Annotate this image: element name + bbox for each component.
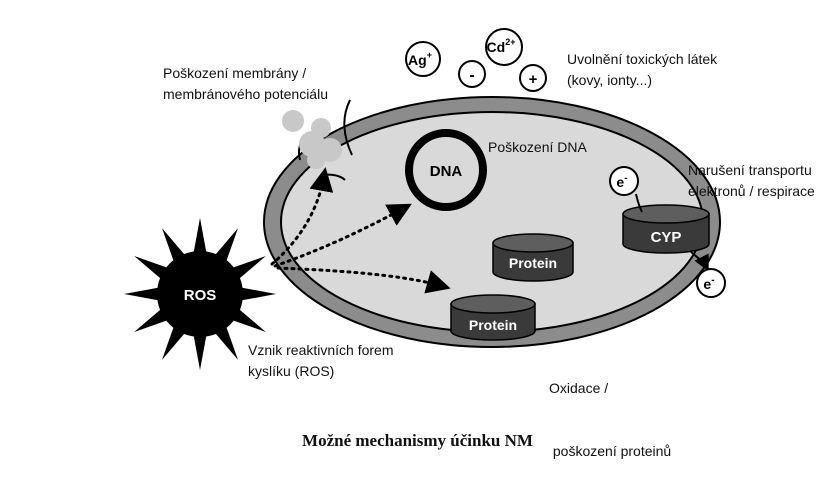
ros-ray bbox=[213, 228, 238, 264]
membrane-damage-line2: membránového potenciálu bbox=[163, 86, 328, 102]
cyp-label: CYP bbox=[651, 229, 682, 246]
ros-formation-label: Vznik reaktivních forem kyslíku (ROS) bbox=[248, 340, 394, 382]
electron-in-symbol: e bbox=[616, 174, 624, 190]
ros-label: ROS bbox=[184, 287, 217, 304]
protein-oxidation-line1: Oxidace / bbox=[549, 380, 609, 396]
dna-node: DNA bbox=[405, 129, 487, 211]
svg-text:Ag+: Ag+ bbox=[408, 50, 432, 68]
ros-ray bbox=[230, 256, 266, 281]
protein-membrane-label: Protein bbox=[469, 317, 517, 333]
svg-text:e-: e- bbox=[703, 275, 714, 292]
ros-to-dna-arrow bbox=[273, 203, 412, 268]
electron-transport-line1: Narušení transportu bbox=[688, 162, 812, 178]
ros-to-protein-arrow bbox=[276, 266, 451, 294]
ag-ion-node: Ag+ bbox=[405, 41, 441, 77]
ros-ray bbox=[239, 287, 276, 301]
minus-ion-node: - bbox=[458, 60, 486, 88]
svg-text:e-: e- bbox=[616, 173, 627, 190]
toxic-release-line2: (kovy, ionty...) bbox=[567, 72, 653, 88]
ros-ray bbox=[162, 324, 187, 360]
ros-ray bbox=[193, 218, 207, 255]
ros-to-membrane-arrow bbox=[270, 167, 334, 266]
ros-node: ROS bbox=[124, 218, 276, 370]
protein-oxidation-label: Oxidace / poškození proteinů bbox=[549, 336, 671, 483]
electron-out-node: e- bbox=[696, 268, 726, 298]
minus-symbol: - bbox=[469, 67, 474, 84]
protein-inner-label: Protein bbox=[509, 255, 557, 271]
ros-ray bbox=[213, 324, 238, 360]
ros-ray bbox=[124, 287, 161, 301]
ag-charge: + bbox=[427, 50, 432, 60]
membrane-damage-label: Poškození membrány / membránového potenc… bbox=[163, 63, 328, 105]
cd-charge: 2+ bbox=[505, 37, 515, 47]
cd-ion-node: Cd2+ bbox=[485, 28, 523, 66]
ros-ray bbox=[193, 333, 207, 370]
ros-formation-line2: kyslíku (ROS) bbox=[248, 363, 335, 379]
electron-transport-line2: elektronů / respirace bbox=[688, 183, 815, 199]
electron-in-arrow bbox=[635, 193, 643, 213]
svg-text:Cd2+: Cd2+ bbox=[487, 37, 516, 55]
plus-symbol: + bbox=[529, 71, 538, 88]
ag-symbol: Ag bbox=[408, 52, 427, 68]
protein-inner-node: Protein bbox=[492, 233, 574, 282]
membrane-damage-line1: Poškození membrány / bbox=[163, 65, 307, 81]
protein-membrane-node: Protein bbox=[450, 294, 536, 341]
ros-formation-line1: Vznik reaktivních forem bbox=[248, 342, 394, 358]
electron-in-node: e- bbox=[609, 166, 639, 196]
electron-out-symbol: e bbox=[703, 276, 711, 292]
electron-out-sup: - bbox=[711, 275, 714, 286]
dna-label: DNA bbox=[430, 163, 463, 180]
ros-ray bbox=[230, 307, 266, 332]
protein-oxidation-line2: poškození proteinů bbox=[549, 443, 672, 459]
cyp-node: CYP bbox=[622, 204, 710, 254]
ros-ray bbox=[134, 256, 170, 281]
figure-caption: Možné mechanismy účinku NM bbox=[302, 431, 533, 450]
cd-symbol: Cd bbox=[487, 39, 506, 55]
toxic-release-label: Uvolnění toxických látek (kovy, ionty...… bbox=[567, 49, 717, 91]
membrane-damage-blobs bbox=[282, 99, 353, 181]
ros-ray bbox=[162, 228, 187, 264]
toxic-release-line1: Uvolnění toxických látek bbox=[567, 51, 718, 67]
ros-ray bbox=[134, 307, 170, 332]
dna-damage-label: Poškození DNA bbox=[488, 139, 587, 155]
electron-in-sup: - bbox=[624, 173, 627, 184]
plus-ion-node: + bbox=[519, 64, 547, 92]
electron-transport-label: Narušení transportu elektronů / respirac… bbox=[688, 160, 815, 202]
electron-out-arrow bbox=[690, 251, 709, 272]
ros-arrows bbox=[270, 167, 451, 294]
